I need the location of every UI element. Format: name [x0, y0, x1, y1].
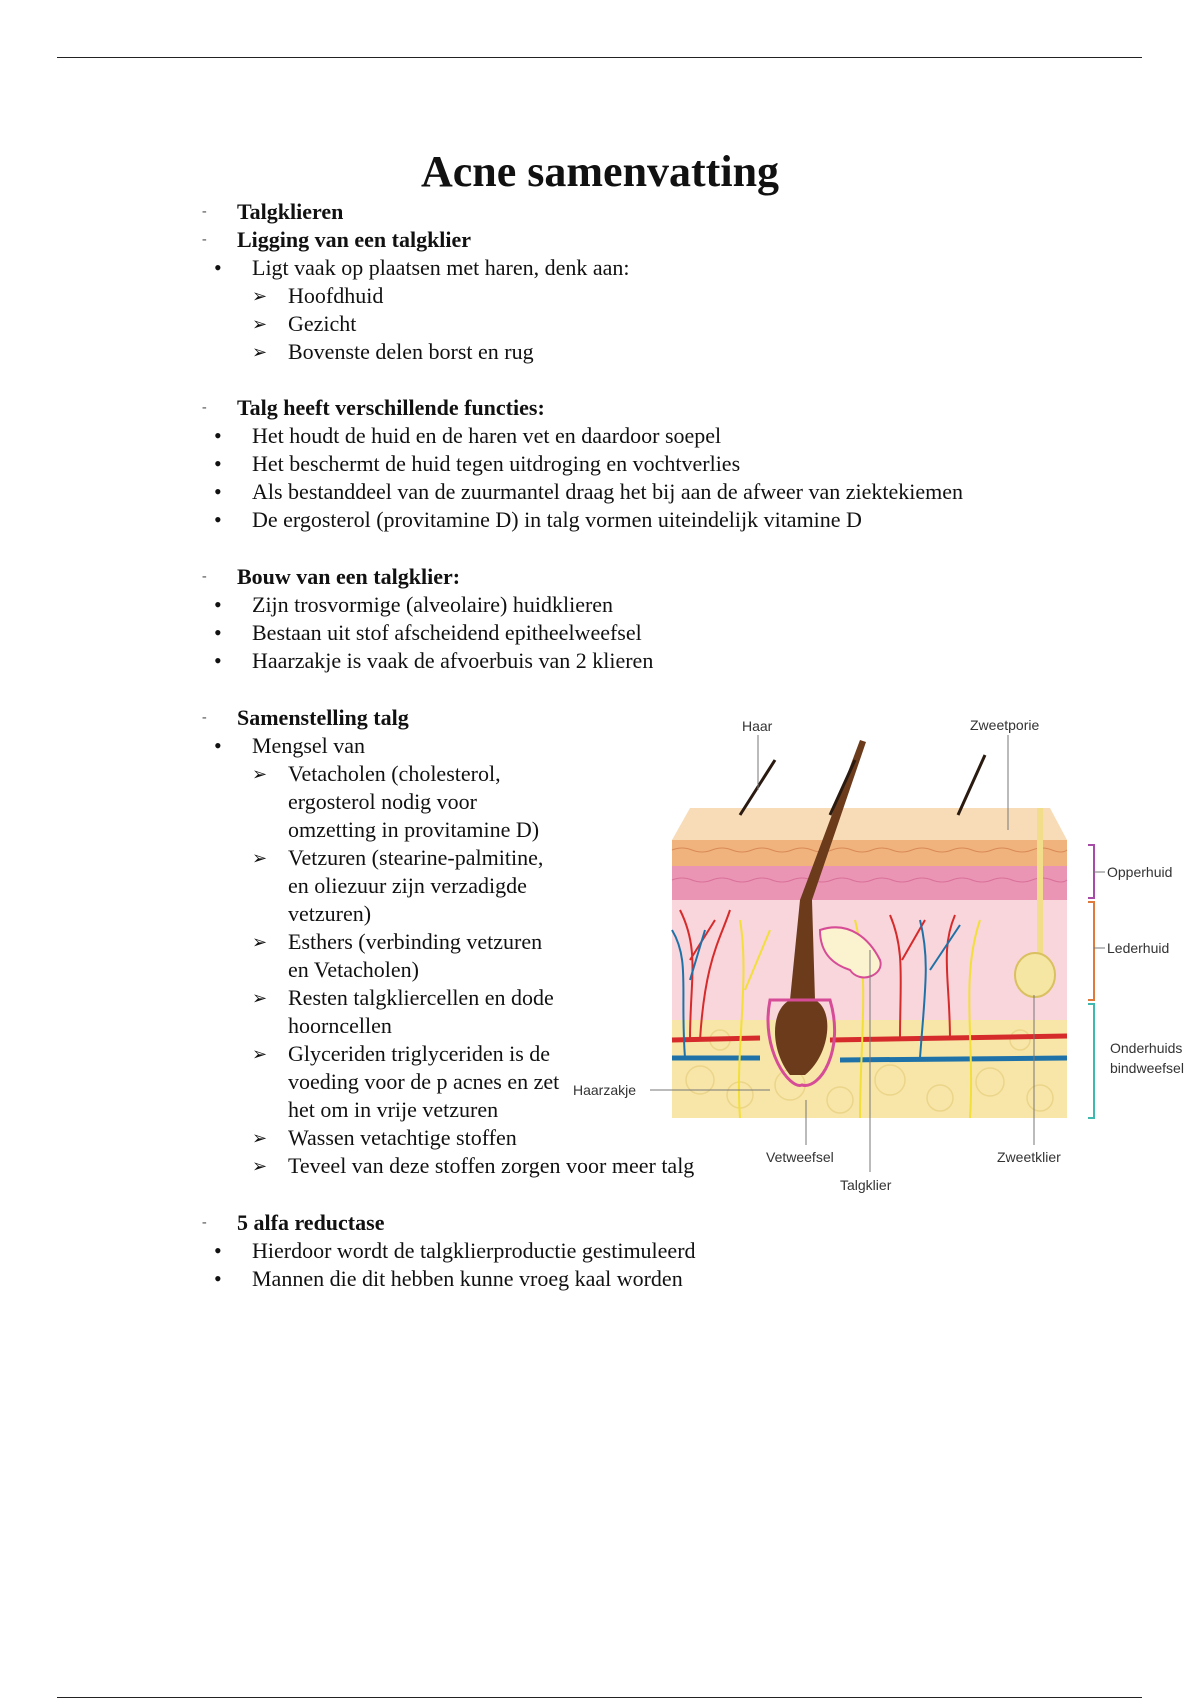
document-body: -Talgklieren -Ligging van een talgklier … — [190, 198, 1090, 1293]
sub-item: ➢Vetzuren (stearine-palmitine, en oliezu… — [252, 845, 544, 926]
sub-item: ➢Bovenste delen borst en rug — [252, 339, 534, 364]
section-heading: -Talgklieren — [202, 199, 344, 224]
sweat-gland — [1014, 952, 1056, 998]
sub-item: ➢Teveel van deze stoffen zorgen voor mee… — [252, 1153, 695, 1178]
bullet-item: •Als bestanddeel van de zuurmantel draag… — [214, 479, 964, 504]
section-heading: -Talg heeft verschillende functies: — [202, 395, 545, 420]
sub-item: ➢Resten talgkliercellen en dode hoorncel… — [252, 985, 554, 1038]
bullet-item: •Zijn trosvormige (alveolaire) huidklier… — [214, 592, 614, 617]
section-heading: -5 alfa reductase — [202, 1210, 385, 1235]
sub-item: ➢Hoofdhuid — [252, 283, 384, 308]
sebaceous-gland — [818, 926, 882, 979]
label-opperhuid: Opperhuid — [1107, 864, 1172, 880]
label-vetweefsel: Vetweefsel — [766, 1149, 834, 1165]
bullet-item: •De ergosterol (provitamine D) in talg v… — [214, 507, 862, 532]
bullet-item: •Bestaan uit stof afscheidend epitheelwe… — [214, 620, 642, 645]
section-heading: -Samenstelling talg — [202, 705, 409, 730]
label-bindweefsel: bindweefsel — [1110, 1060, 1184, 1076]
bullet-item: •Ligt vaak op plaatsen met haren, denk a… — [214, 255, 630, 280]
bullet-item: •Het beschermt de huid tegen uitdroging … — [214, 451, 741, 476]
label-onderhuids: Onderhuids — [1110, 1040, 1182, 1056]
label-talgklier: Talgklier — [840, 1177, 892, 1193]
section-heading: -Ligging van een talgklier — [202, 227, 472, 252]
bullet-item: •Mengsel van — [214, 733, 366, 758]
label-haar: Haar — [742, 718, 773, 734]
label-zweetklier: Zweetklier — [997, 1149, 1061, 1165]
hair-follicle — [766, 998, 836, 1087]
label-haarzakje: Haarzakje — [573, 1082, 636, 1098]
sub-item: ➢Wassen vetachtige stoffen — [252, 1125, 517, 1150]
sub-item: ➢Glyceriden triglyceriden is de voeding … — [252, 1041, 560, 1122]
sub-item: ➢Vetacholen (cholesterol, ergosterol nod… — [252, 761, 540, 842]
bullet-item: •Mannen die dit hebben kunne vroeg kaal … — [214, 1266, 683, 1291]
label-zweetporie: Zweetporie — [970, 717, 1039, 733]
bullet-item: •Het houdt de huid en de haren vet en da… — [214, 423, 722, 448]
sub-item: ➢Esthers (verbinding vetzuren en Vetacho… — [252, 929, 543, 982]
skin-cross-section-diagram: Haar Zweetporie Opperhuid Lederhuid Onde… — [573, 717, 1184, 1193]
bottom-rule — [57, 1697, 1142, 1698]
section-heading: -Bouw van een talgklier: — [202, 564, 461, 589]
bullet-item: •Haarzakje is vaak de afvoerbuis van 2 k… — [214, 648, 654, 673]
bullet-item: •Hierdoor wordt de talgklierproductie ge… — [214, 1238, 696, 1263]
top-rule — [57, 57, 1142, 58]
epidermis-surface — [672, 808, 1067, 840]
label-lederhuid: Lederhuid — [1107, 940, 1169, 956]
page-title: Acne samenvatting — [420, 147, 780, 196]
sub-item: ➢Gezicht — [252, 311, 357, 336]
